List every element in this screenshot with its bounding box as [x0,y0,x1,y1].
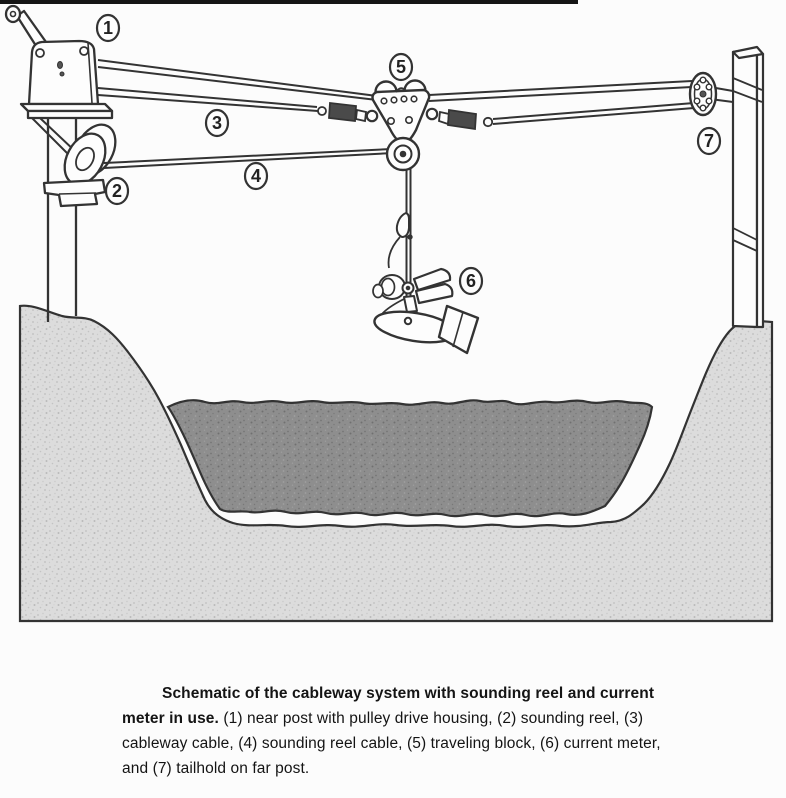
weight-connector [403,295,418,313]
cableway-cable [97,59,695,125]
near-post-assembly [4,4,114,322]
right-turnbuckle [425,107,494,131]
tailhold-disc [688,71,718,117]
tail-fin [412,267,452,292]
label-5-text: 5 [396,57,406,77]
tail-fin [414,282,454,305]
current-meter [372,212,454,305]
label-2-text: 2 [112,181,122,201]
water-body [166,399,654,518]
label-6: 6 [458,266,484,296]
hanger-link [395,212,410,238]
pulley-drive-housing [27,39,100,106]
stream-cross-section [18,304,774,623]
traveling-block [371,79,431,172]
label-6-text: 6 [466,271,476,291]
far-post [731,46,759,329]
sounding-reel [42,123,117,208]
label-2: 2 [104,176,130,206]
crank-handle [4,4,48,51]
label-3-text: 3 [212,113,222,133]
callout-labels: 1 2 3 4 5 6 7 [95,13,722,296]
housing-platform [19,102,114,120]
cableway-schematic: 1 2 3 4 5 6 7 [0,0,774,623]
sounding-reel-cable [103,148,412,300]
reel-hub [75,146,95,172]
label-3: 3 [204,108,230,138]
label-7: 7 [696,126,722,156]
caption-lead-sentence: Schematic of the cableway system with so… [122,685,655,727]
label-1-text: 1 [103,18,113,38]
label-4-text: 4 [251,166,261,186]
figure-caption: Schematic of the cableway system with so… [122,681,678,781]
caption-body: (1) near post with pulley drive housing,… [122,710,661,777]
label-5: 5 [388,52,414,82]
left-turnbuckle [317,101,379,123]
hanger-bail-wire [387,236,401,269]
sounding-weight [373,295,480,355]
label-4: 4 [243,161,269,191]
label-1: 1 [95,13,121,43]
ground-bank [18,304,774,623]
label-7-text: 7 [704,131,714,151]
far-post-cap [731,45,765,60]
far-post-assembly [688,45,765,329]
